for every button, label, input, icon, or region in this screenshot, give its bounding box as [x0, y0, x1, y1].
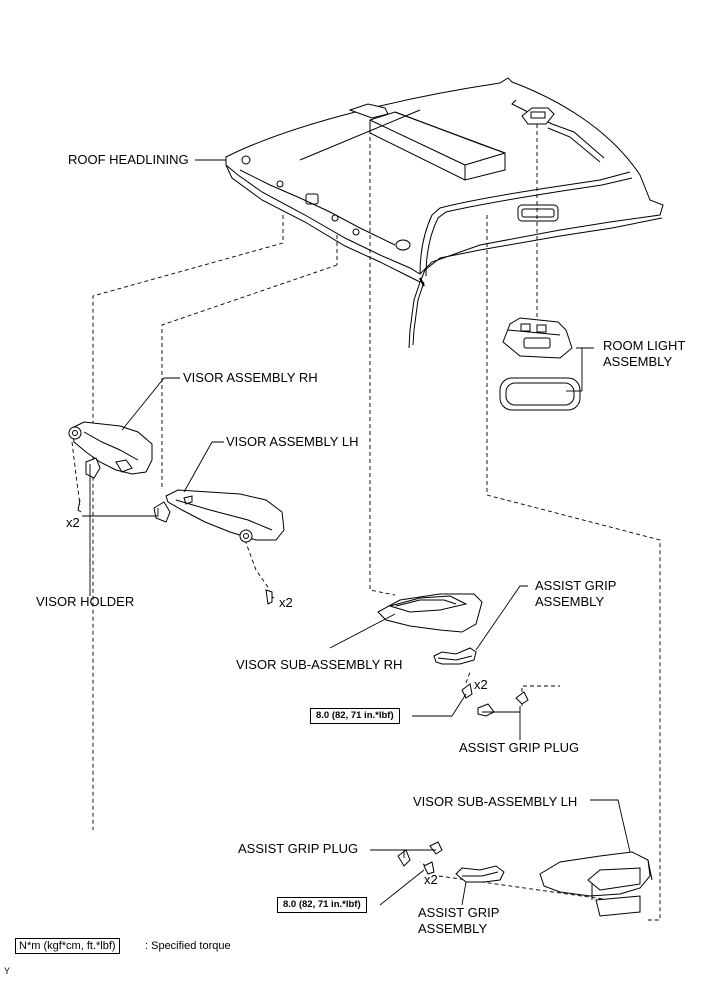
visor-sub-lh-drawing — [539, 851, 653, 917]
corner-mark: Y — [4, 966, 11, 976]
visor-lh-drawing — [153, 489, 285, 605]
label-assist-grip2-line1: ASSIST GRIP — [418, 905, 500, 920]
label-room-light-line2: ASSEMBLY — [603, 354, 673, 369]
qty-x2-visor-holder: x2 — [66, 515, 80, 530]
visor-rh-drawing — [68, 421, 153, 513]
label-assist-grip-plug-lower: ASSIST GRIP PLUG — [238, 841, 359, 856]
label-assist-grip-plug-upper: ASSIST GRIP PLUG — [459, 740, 580, 755]
label-roof-headlining: ROOF HEADLINING — [68, 152, 189, 167]
torque-spec-upper: 8.0 (82, 71 in.*lbf) — [310, 708, 400, 724]
room-light-assembly-drawing — [499, 317, 581, 411]
label-visor-assembly-lh: VISOR ASSEMBLY LH — [226, 434, 359, 449]
legend-description: : Specified torque — [145, 940, 231, 952]
roof-headlining-drawing — [225, 77, 664, 349]
legend-torque-unit: N*m (kgf*cm, ft.*lbf) — [15, 938, 120, 954]
label-visor-sub-rh: VISOR SUB-ASSEMBLY RH — [236, 657, 403, 672]
leader-lines — [82, 159, 631, 906]
label-assist-grip-line2: ASSEMBLY — [535, 594, 605, 609]
qty-x2-grip-upper: x2 — [474, 677, 488, 692]
qty-x2-grip-lower: x2 — [424, 872, 438, 887]
assist-grip-upper-drawing — [433, 647, 529, 717]
label-visor-holder: VISOR HOLDER — [36, 594, 135, 609]
torque-spec-lower: 8.0 (82, 71 in.*lbf) — [277, 897, 367, 913]
label-assist-grip-line1: ASSIST GRIP — [535, 578, 617, 593]
assist-grip-lower-drawing — [397, 841, 505, 883]
alignment-lines — [71, 124, 661, 921]
qty-x2-visor-lh-screw: x2 — [279, 595, 293, 610]
label-assist-grip2-line2: ASSEMBLY — [418, 921, 488, 936]
visor-sub-rh-drawing — [377, 593, 483, 633]
label-room-light-line1: ROOM LIGHT — [603, 338, 686, 353]
label-visor-sub-lh: VISOR SUB-ASSEMBLY LH — [413, 794, 578, 809]
label-visor-assembly-rh: VISOR ASSEMBLY RH — [183, 370, 318, 385]
